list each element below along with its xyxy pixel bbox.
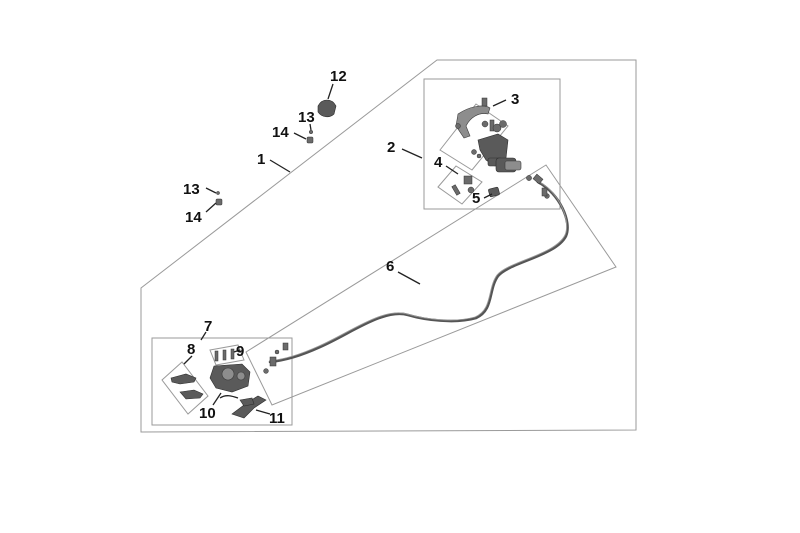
switch-screw-upper bbox=[306, 129, 314, 144]
caliper-body bbox=[209, 363, 251, 393]
brake-pads bbox=[170, 373, 204, 400]
callout-10: 10 bbox=[199, 405, 216, 422]
leader-1 bbox=[269, 159, 291, 173]
reservoir-cap bbox=[495, 157, 522, 173]
callout-8: 8 bbox=[187, 341, 195, 358]
leader-3 bbox=[492, 99, 507, 107]
leader-6 bbox=[397, 271, 421, 285]
caliper-box bbox=[151, 337, 293, 426]
brake-hose-highlight bbox=[268, 180, 567, 362]
leader-7 bbox=[200, 331, 207, 341]
leader-13a bbox=[309, 123, 312, 131]
leader-4 bbox=[445, 165, 459, 175]
caliper-spring bbox=[219, 395, 239, 399]
leader-12 bbox=[327, 83, 334, 100]
brake-light-switch bbox=[317, 99, 337, 118]
master-cylinder-box bbox=[423, 78, 561, 210]
callout-2: 2 bbox=[387, 139, 395, 156]
lever-small-parts bbox=[471, 97, 507, 159]
assembly-frame bbox=[140, 59, 637, 433]
leader-14b bbox=[205, 202, 217, 213]
callout-1: 1 bbox=[257, 151, 265, 168]
leader-10 bbox=[212, 392, 222, 406]
callout-3: 3 bbox=[511, 91, 519, 108]
callout-7: 7 bbox=[204, 318, 212, 335]
mounting-bolts bbox=[451, 175, 475, 196]
hose-fitting-upper bbox=[526, 173, 550, 199]
callout-9: 9 bbox=[236, 343, 244, 360]
callout-6: 6 bbox=[386, 258, 394, 275]
leader-2 bbox=[401, 148, 423, 159]
bolt-subbox bbox=[437, 165, 483, 205]
pin-subbox bbox=[209, 344, 245, 366]
callout-14b: 14 bbox=[185, 209, 202, 226]
leader-13b bbox=[205, 187, 217, 194]
hose-box bbox=[245, 164, 617, 406]
leader-11 bbox=[255, 409, 271, 415]
callout-14a: 14 bbox=[272, 124, 289, 141]
callout-11: 11 bbox=[269, 410, 285, 427]
leader-8 bbox=[183, 355, 193, 365]
leader-14a bbox=[293, 132, 307, 140]
caliper-bracket bbox=[231, 395, 267, 419]
callout-13b: 13 bbox=[183, 181, 200, 198]
brake-pad-subbox bbox=[161, 361, 209, 415]
callout-12: 12 bbox=[330, 68, 347, 85]
callout-5: 5 bbox=[472, 190, 480, 207]
brake-lever bbox=[455, 105, 491, 139]
callout-4: 4 bbox=[434, 154, 443, 171]
pad-pins bbox=[214, 348, 235, 362]
leader-9 bbox=[233, 349, 241, 353]
brake-hose bbox=[268, 180, 569, 364]
callout-13a: 13 bbox=[298, 109, 315, 126]
switch-screw-lower bbox=[215, 191, 223, 206]
hose-fitting-lower bbox=[263, 342, 289, 374]
leader-5 bbox=[483, 193, 493, 199]
